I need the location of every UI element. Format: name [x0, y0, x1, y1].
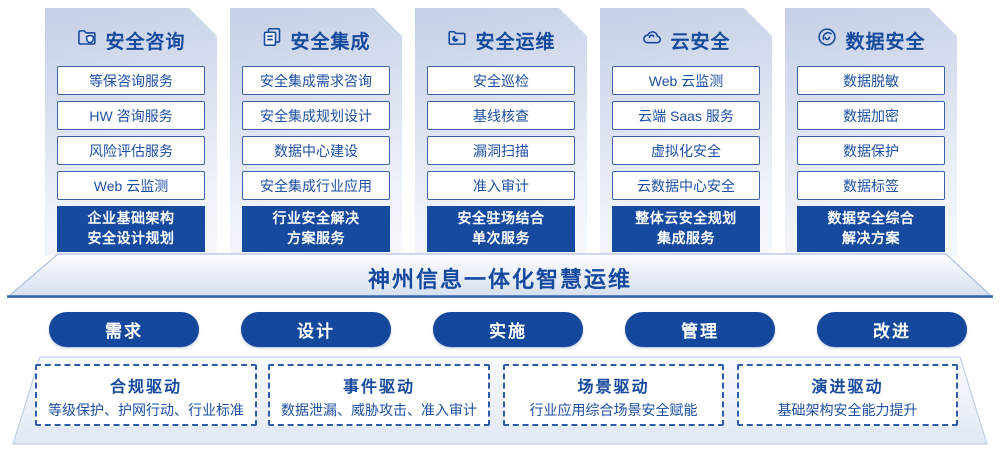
- driver-box-evolution: 演进驱动 基础架构安全能力提升: [737, 364, 958, 426]
- service-item: 数据中心建设: [242, 136, 390, 165]
- driver-desc: 等级保护、护网行动、行业标准: [48, 402, 244, 418]
- driver-box-incident: 事件驱动 数据泄漏、威胁攻击、准入审计: [268, 364, 490, 426]
- solution-box: 行业安全解决 方案服务: [242, 206, 390, 252]
- driver-desc: 行业应用综合场景安全赋能: [529, 402, 698, 418]
- service-item: Web 云监测: [612, 66, 760, 95]
- solution-box: 数据安全综合 解决方案: [797, 206, 945, 252]
- service-item: HW 咨询服务: [57, 101, 205, 130]
- card-header: 安全集成: [236, 26, 396, 54]
- folder-shield-icon: [76, 26, 98, 54]
- service-item: 云数据中心安全: [612, 171, 760, 200]
- service-item: 安全集成需求咨询: [242, 66, 390, 95]
- solution-line: 单次服务: [472, 230, 530, 246]
- process-pill-requirements: 需求: [49, 312, 199, 347]
- solution-box: 安全驻场结合 单次服务: [427, 206, 575, 252]
- driver-title: 场景驱动: [577, 379, 650, 396]
- solution-line: 安全驻场结合: [457, 210, 545, 227]
- service-card-security-consulting: 安全咨询 等保咨询服务 HW 咨询服务 风险评估服务 Web 云监测 企业基础架…: [45, 8, 217, 256]
- service-item: 数据脱敏: [797, 66, 945, 95]
- driver-title: 事件驱动: [342, 379, 415, 396]
- driver-desc: 基础架构安全能力提升: [777, 402, 918, 418]
- driver-title: 演进驱动: [811, 379, 884, 396]
- process-pill-implementation: 实施: [433, 312, 583, 347]
- documents-icon: [261, 26, 283, 54]
- solution-line: 方案服务: [287, 230, 345, 246]
- process-pill-design: 设计: [241, 312, 391, 347]
- service-item: 准入审计: [427, 171, 575, 200]
- service-item: 风险评估服务: [57, 136, 205, 165]
- card-header: 数据安全: [791, 26, 951, 54]
- card-header: 安全运维: [421, 26, 581, 54]
- solution-line: 企业基础架构: [87, 210, 175, 227]
- service-card-cloud-security: 云安全 Web 云监测 云端 Saas 服务 虚拟化安全 云数据中心安全 整体云…: [600, 8, 772, 256]
- driver-box-scenario: 场景驱动 行业应用综合场景安全赋能: [503, 364, 724, 426]
- process-pill-improvement: 改进: [817, 312, 967, 347]
- service-item: 安全巡检: [427, 66, 575, 95]
- card-title: 安全运维: [475, 31, 556, 53]
- driver-box-compliance: 合规驱动 等级保护、护网行动、行业标准: [35, 364, 257, 426]
- solution-line: 数据安全综合: [827, 210, 915, 227]
- service-item: 数据加密: [797, 101, 945, 130]
- fingerprint-icon: [816, 26, 838, 54]
- card-title: 安全咨询: [105, 31, 186, 53]
- solution-line: 集成服务: [657, 230, 715, 246]
- driver-desc: 数据泄漏、威胁攻击、准入审计: [281, 402, 477, 418]
- service-item: Web 云监测: [57, 171, 205, 200]
- service-item: 安全集成行业应用: [242, 171, 390, 200]
- banner-title: 神州信息一体化智慧运维: [367, 267, 632, 292]
- solution-box: 整体云安全规划 集成服务: [612, 206, 760, 252]
- solution-line: 解决方案: [842, 230, 900, 246]
- folder-chart-icon: [446, 26, 468, 54]
- solution-line: 整体云安全规划: [635, 210, 737, 227]
- service-item: 基线核查: [427, 101, 575, 130]
- service-item: 数据标签: [797, 171, 945, 200]
- cloud-icon: [641, 26, 663, 54]
- service-item: 云端 Saas 服务: [612, 101, 760, 130]
- service-item: 安全集成规划设计: [242, 101, 390, 130]
- card-header: 云安全: [606, 26, 766, 54]
- solution-line: 安全设计规划: [87, 230, 175, 246]
- process-pill-management: 管理: [625, 312, 775, 347]
- card-title: 安全集成: [290, 31, 371, 53]
- service-card-security-integration: 安全集成 安全集成需求咨询 安全集成规划设计 数据中心建设 安全集成行业应用 行…: [230, 8, 402, 256]
- driver-title: 合规驱动: [109, 379, 182, 396]
- service-card-security-operations: 安全运维 安全巡检 基线核查 漏洞扫描 准入审计 安全驻场结合 单次服务: [415, 8, 587, 256]
- card-title: 云安全: [670, 31, 731, 53]
- solution-line: 行业安全解决: [272, 210, 360, 227]
- card-title: 数据安全: [845, 31, 926, 53]
- service-item: 虚拟化安全: [612, 136, 760, 165]
- service-item: 等保咨询服务: [57, 66, 205, 95]
- service-item: 数据保护: [797, 136, 945, 165]
- solution-box: 企业基础架构 安全设计规划: [57, 206, 205, 252]
- service-card-data-security: 数据安全 数据脱敏 数据加密 数据保护 数据标签 数据安全综合 解决方案: [785, 8, 957, 256]
- service-item: 漏洞扫描: [427, 136, 575, 165]
- card-header: 安全咨询: [51, 26, 211, 54]
- banner-trapezoid: [7, 253, 993, 298]
